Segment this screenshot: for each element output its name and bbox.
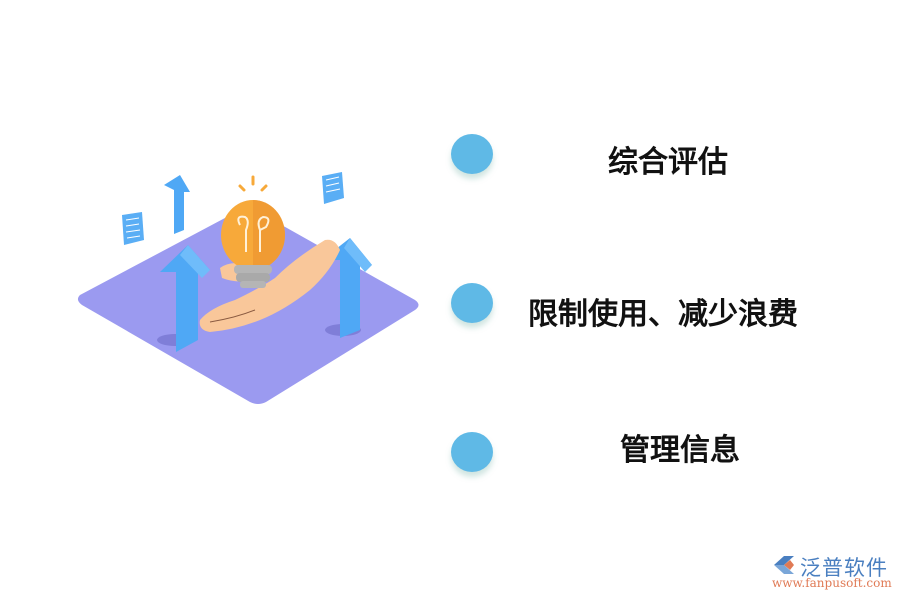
bullet-1 <box>451 134 493 174</box>
item-label-2: 限制使用、减少浪费 <box>528 297 798 332</box>
item-label-3: 管理信息 <box>620 433 740 468</box>
bullet-3 <box>451 432 493 472</box>
bullet-2 <box>451 283 493 323</box>
illustration <box>60 160 440 410</box>
logo-name: 泛普软件 <box>800 556 888 580</box>
logo-mark-icon <box>774 556 794 574</box>
lightbulb-hand-illustration <box>77 172 419 404</box>
brand-logo: 泛普软件 www.fanpusoft.com <box>772 552 892 592</box>
logo-url: www.fanpusoft.com <box>772 576 892 590</box>
item-label-1: 综合评估 <box>608 145 728 180</box>
